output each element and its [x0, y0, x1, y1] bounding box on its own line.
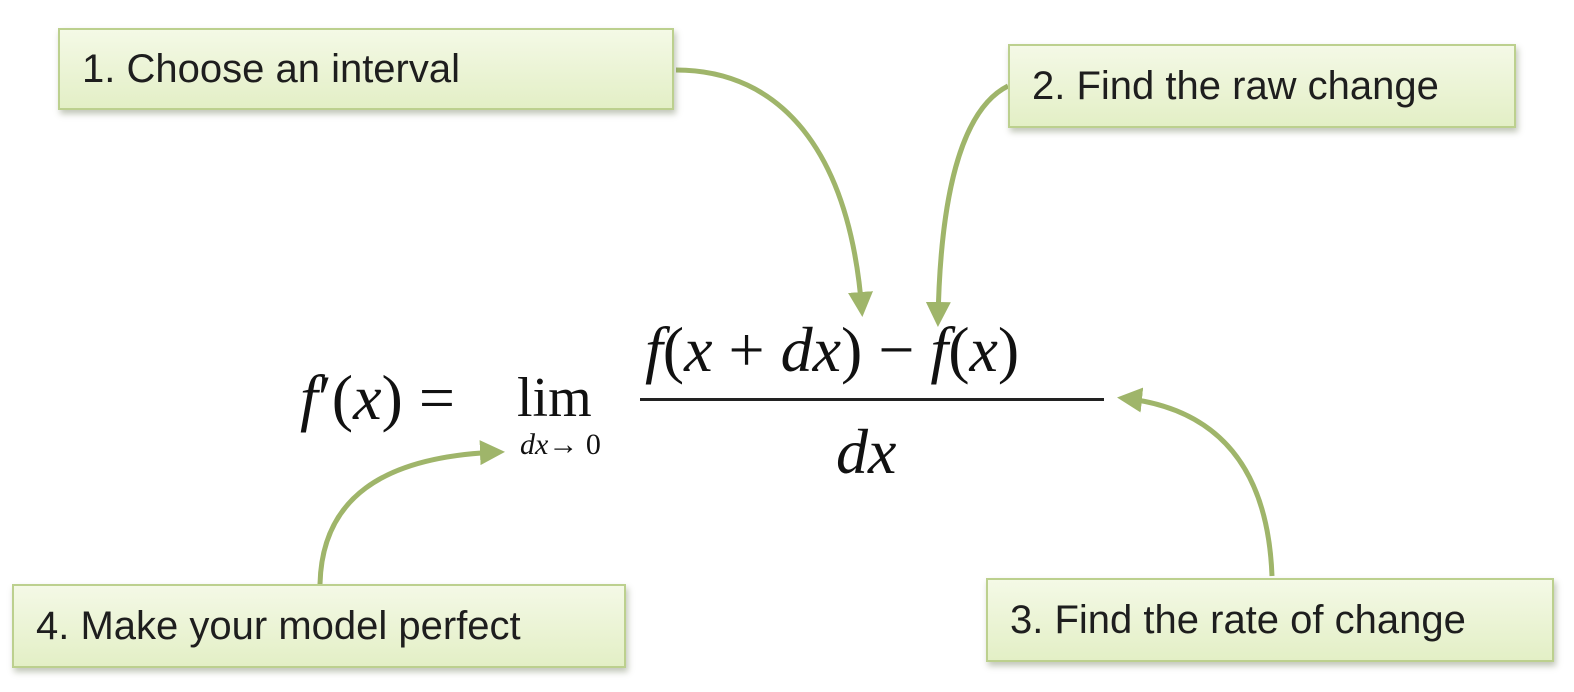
- fraction-numerator: f(x + dx) − f(x): [645, 318, 1019, 382]
- limit-operator: lim: [517, 367, 592, 429]
- plus-sign: +: [712, 314, 781, 385]
- derivative-lhs: f′(x) =: [300, 366, 455, 430]
- func-f: f: [645, 314, 663, 385]
- callout-text: 1. Choose an interval: [82, 46, 461, 91]
- callout-text: 4. Make your model perfect: [36, 603, 521, 648]
- var-dx: dx: [520, 428, 549, 461]
- arrow-step1: [675, 67, 873, 317]
- paren-close: ): [997, 314, 1020, 385]
- arrow-step3: [1117, 387, 1275, 577]
- close-minus: ) −: [841, 314, 931, 385]
- var-x: x: [353, 362, 382, 433]
- callout-raw-change: 2. Find the raw change: [1008, 44, 1516, 128]
- callout-rate-of-change: 3. Find the rate of change: [986, 578, 1554, 662]
- callout-choose-interval: 1. Choose an interval: [58, 28, 674, 110]
- callout-text: 3. Find the rate of change: [1010, 597, 1466, 642]
- var-x: x: [969, 314, 998, 385]
- arrow-step2: [925, 83, 1010, 327]
- paren-open: (: [948, 314, 970, 385]
- var-dx: dx: [780, 314, 841, 385]
- paren-open: (: [662, 314, 685, 385]
- approaches-zero: → 0: [548, 428, 601, 461]
- callout-model-perfect: 4. Make your model perfect: [12, 584, 626, 668]
- fraction-bar: [640, 398, 1104, 401]
- func-f: f: [930, 314, 949, 385]
- var-x: x: [684, 314, 713, 385]
- limit-subscript: dx→ 0: [520, 430, 601, 460]
- fraction-denominator: dx: [836, 416, 897, 487]
- callout-text: 2. Find the raw change: [1032, 63, 1439, 108]
- close-equals: ) =: [381, 362, 455, 433]
- arrow-step4: [317, 440, 505, 585]
- prime-open: ′(: [317, 362, 354, 433]
- func-f: f: [300, 362, 318, 433]
